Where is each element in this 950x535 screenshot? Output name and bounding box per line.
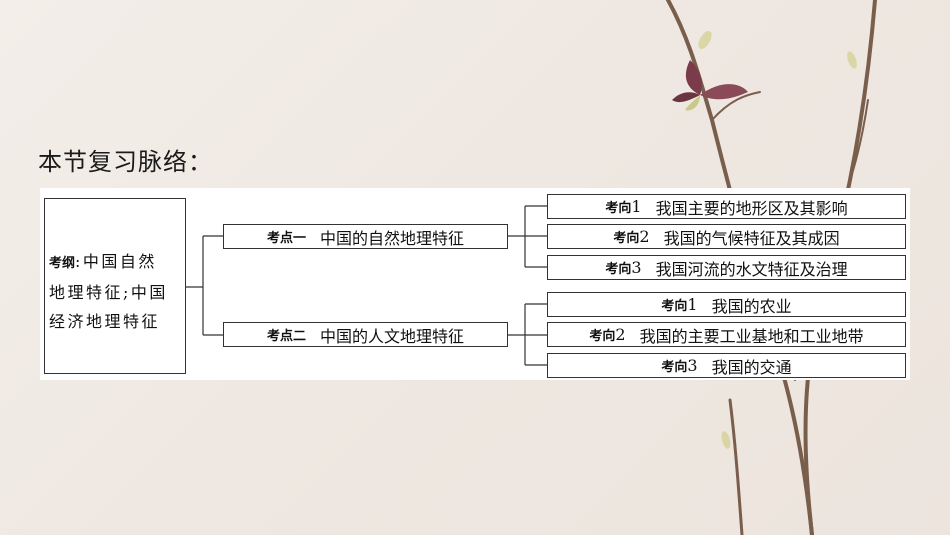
point-2-label: 中国的人文地理特征 (320, 326, 465, 346)
direction-tag: 考向 (605, 201, 632, 216)
outline-line1: :中国自然 (75, 252, 157, 271)
direction-label: 我国的主要工业基地和工业地带 (639, 326, 864, 346)
point-1-label: 中国的自然地理特征 (320, 228, 465, 248)
outline-line3: 经济地理特征 (49, 312, 161, 331)
point-1-box: 考点一中国的自然地理特征 (223, 224, 508, 249)
direction-num: 1 (631, 197, 642, 216)
direction-tag: 考向 (605, 262, 632, 277)
point-2-box: 考点二中国的人文地理特征 (223, 322, 508, 347)
direction-num: 3 (631, 258, 642, 277)
direction-label: 我国主要的地形区及其影响 (655, 198, 848, 218)
direction-tag: 考向 (661, 299, 688, 314)
connector-lines (186, 205, 547, 366)
outline-line2: 地理特征;中国 (49, 283, 168, 302)
direction-label: 我国的交通 (711, 357, 792, 377)
direction-num: 1 (687, 295, 698, 314)
direction-num: 3 (687, 356, 698, 375)
point-2-tag: 考点二 (266, 329, 306, 344)
point-1-tag: 考点一 (266, 231, 306, 246)
outline-diagram: 考纲:中国自然 地理特征;中国 经济地理特征 考点一中国的自然地理特征 考点二中… (40, 188, 910, 380)
flower-icon (672, 60, 748, 111)
outline-tag: 考纲 (49, 256, 76, 271)
direction-label: 我国的农业 (711, 296, 792, 316)
outline-box: 考纲:中国自然 地理特征;中国 经济地理特征 (44, 198, 186, 374)
direction-tag: 考向 (613, 231, 640, 246)
direction-tag: 考向 (661, 360, 688, 375)
page-title: 本节复习脉络： (38, 148, 213, 176)
direction-tag: 考向 (589, 329, 616, 344)
direction-num: 2 (639, 227, 650, 246)
direction-num: 2 (615, 325, 626, 344)
direction-label: 我国河流的水文特征及治理 (655, 259, 848, 279)
direction-label: 我国的气候特征及其成因 (663, 228, 840, 248)
